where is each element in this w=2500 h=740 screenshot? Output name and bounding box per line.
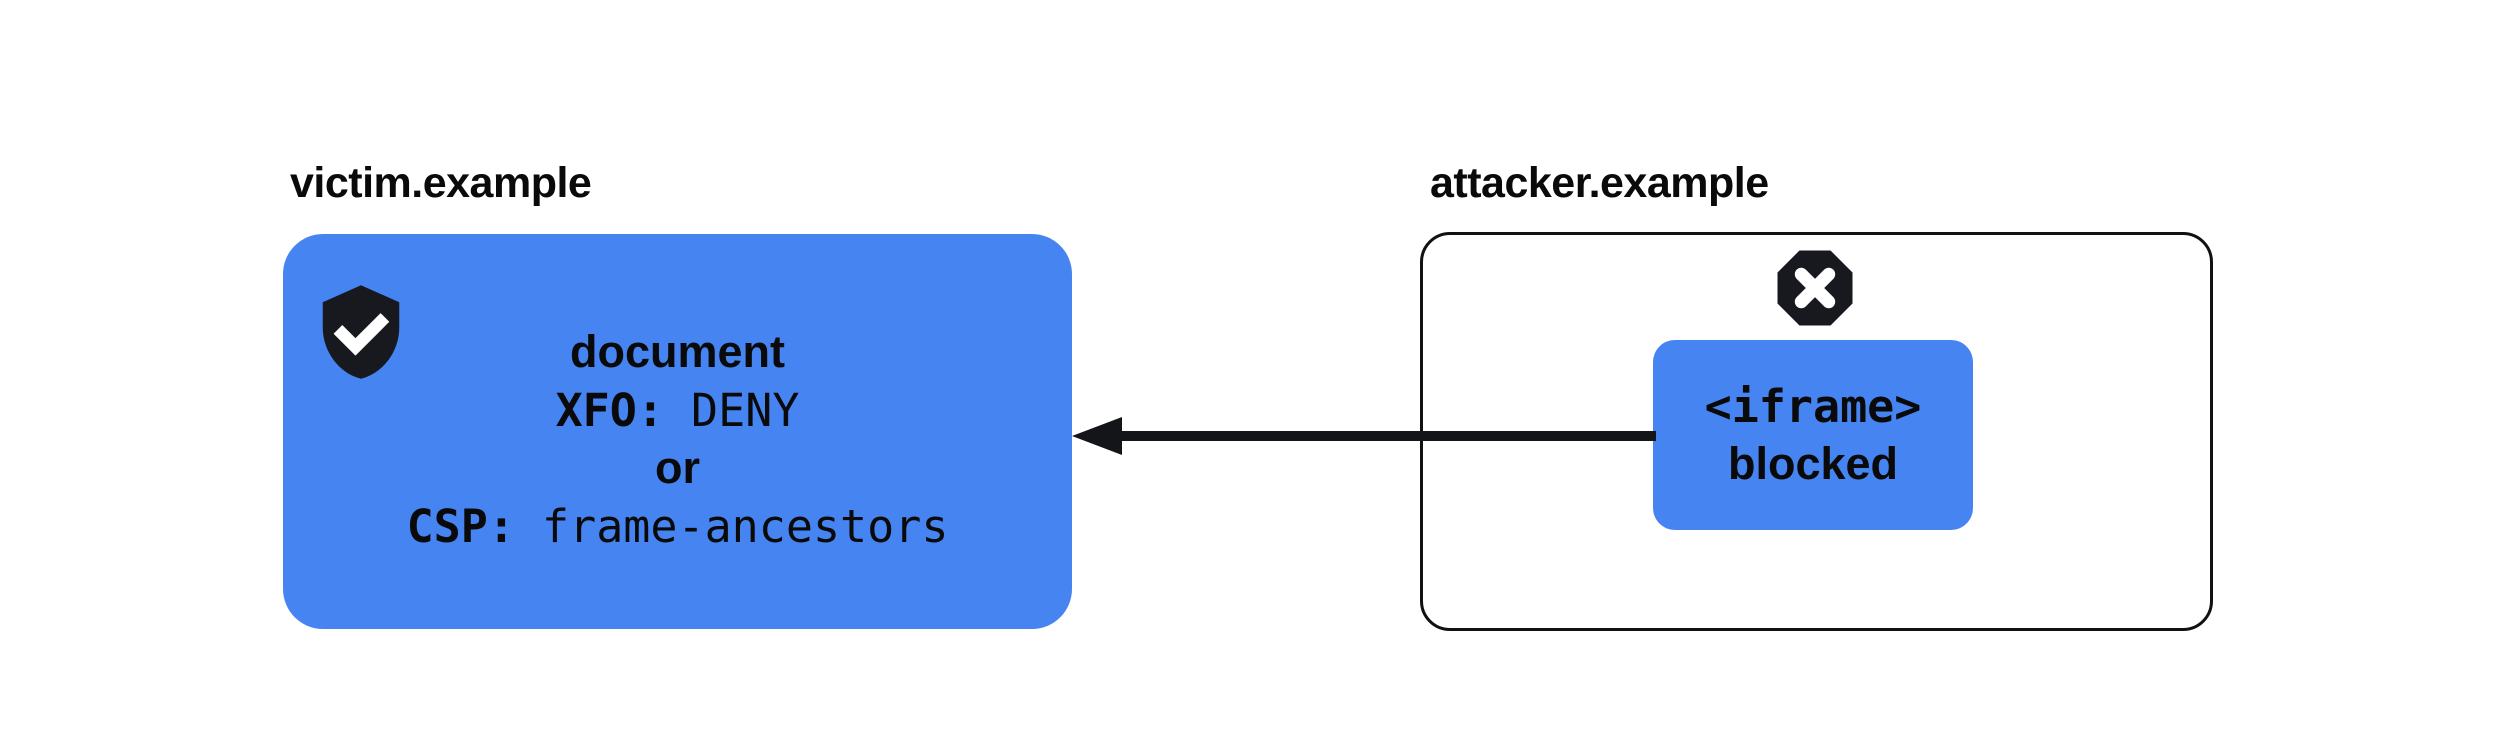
blocked-label: blocked <box>1727 438 1899 489</box>
csp-frame-ancestors-line: CSP: frame-ancestors <box>407 497 949 555</box>
iframe-tag-label: <iframe> <box>1704 379 1922 433</box>
iframe-blocked-box: <iframe> blocked <box>1653 340 1973 530</box>
attacker-domain-label: attacker.example <box>1430 159 1769 207</box>
x-mark-shape <box>1794 267 1836 309</box>
checkmark-shape <box>333 313 390 356</box>
victim-box-text: document XFO: DENY or CSP: frame-ancesto… <box>283 323 1072 555</box>
shield-shape <box>322 285 400 379</box>
csp-header-name: CSP: <box>406 499 543 553</box>
shield-check-icon <box>322 285 400 379</box>
csp-header-value: frame-ancestors <box>542 499 949 553</box>
document-label: document <box>569 326 785 377</box>
victim-site-box <box>283 234 1072 629</box>
victim-domain-label: victim.example <box>290 159 592 207</box>
xfo-header-name: XFO: <box>555 383 692 437</box>
embed-request-arrow-line <box>1116 431 1656 441</box>
xfo-deny-line: XFO: DENY <box>556 381 800 439</box>
xfo-header-value: DENY <box>691 383 800 437</box>
octagon-x-icon <box>1777 250 1853 326</box>
or-label: or <box>655 442 700 493</box>
embed-request-arrow-head <box>1072 417 1122 455</box>
